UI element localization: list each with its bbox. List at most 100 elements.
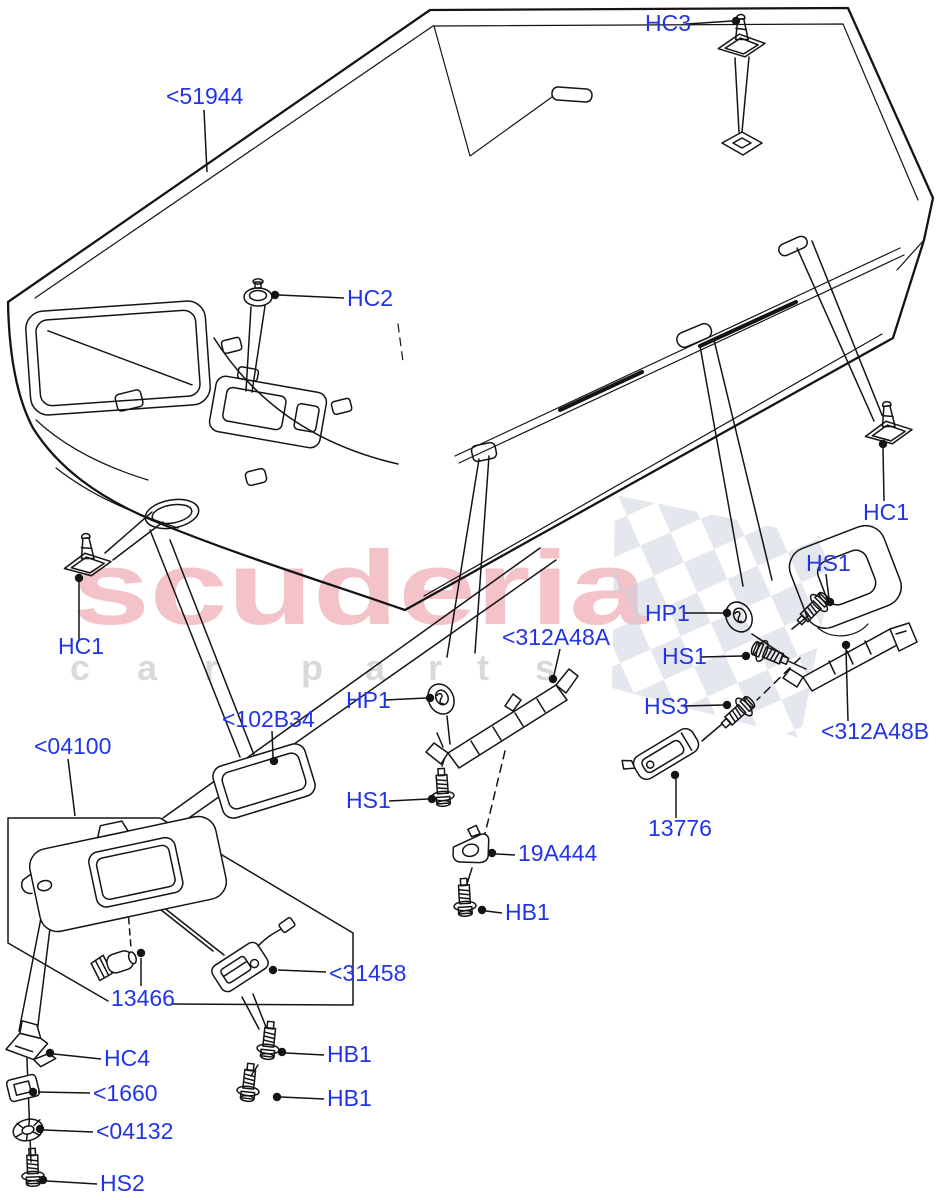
clip-hc4 <box>5 1020 57 1068</box>
leader-dot-hb1-b1 <box>277 1047 287 1057</box>
callout-13776[interactable]: 13776 <box>648 815 712 841</box>
leader-dot-hc2 <box>270 290 280 300</box>
watermark-letter: r <box>428 647 442 688</box>
leader-dot-31458 <box>268 965 278 975</box>
leader-dot-hs1-right <box>741 651 751 661</box>
leader-dot-hp1-mid <box>425 693 435 703</box>
leader-line-31458 <box>277 969 327 973</box>
leader-line-hc3 <box>686 20 733 25</box>
headliner-panel-art <box>6 6 935 612</box>
leader-line-hs1-tr <box>825 573 830 600</box>
watermark-letter: c <box>70 647 90 688</box>
callout-312a48a[interactable]: <312A48A <box>502 624 611 650</box>
screw-hb1-mid <box>451 877 478 918</box>
leader-line-04132 <box>43 1129 94 1133</box>
callout-312a48b[interactable]: <312A48B <box>821 718 929 744</box>
leader-line-1660 <box>37 1091 91 1094</box>
bracket-312a48b <box>782 622 918 692</box>
clip-1660 <box>5 1073 41 1103</box>
leader-line-hb1-mid <box>485 910 503 914</box>
leader-dot-hp1-right <box>722 608 732 618</box>
clip-hc3 <box>715 12 767 60</box>
leader-line-hs3 <box>683 704 724 707</box>
callout-04100[interactable]: <04100 <box>34 733 111 759</box>
leader-line-51944 <box>203 109 208 173</box>
leader-dot-hs2 <box>38 1175 48 1185</box>
callout-hc1-left[interactable]: HC1 <box>58 633 104 659</box>
callout-51944[interactable]: <51944 <box>166 83 244 109</box>
sunroof-opening <box>25 300 211 416</box>
leader-line-hc2 <box>278 294 345 299</box>
leader-line-312a48b <box>845 648 849 722</box>
console-cutout <box>208 366 328 449</box>
panel-holes <box>35 86 808 530</box>
callout-hb1-b1[interactable]: HB1 <box>327 1041 372 1067</box>
rear-right-detail <box>788 524 902 637</box>
watermark-brand-text: scuderia <box>72 530 649 647</box>
leader-line-312a48a <box>553 648 561 676</box>
leader-dot-hs1-tr <box>825 597 835 607</box>
callout-hc2[interactable]: HC2 <box>347 285 393 311</box>
leader-dot-hb1-b2 <box>272 1092 282 1102</box>
watermark-letter: p <box>301 647 323 688</box>
callout-04132[interactable]: <04132 <box>96 1118 173 1144</box>
clip-hc1-right <box>861 398 914 448</box>
leader-line-hc4 <box>53 1053 102 1060</box>
leader-line-hp1-mid <box>384 697 427 701</box>
leader-line-04100 <box>67 758 76 817</box>
leader-dot-hc1-left <box>74 573 84 583</box>
callout-hb1-b2[interactable]: HB1 <box>327 1085 372 1111</box>
screw-hb1-bottom-2 <box>235 1061 263 1104</box>
watermark-letter: t <box>477 647 489 688</box>
leader-line-102b34 <box>271 730 274 758</box>
leader-line-hc1-right <box>882 447 885 502</box>
callout-102b34[interactable]: <102B34 <box>222 706 315 732</box>
leader-dot-hs1-mid <box>427 794 437 804</box>
parts-art <box>5 12 918 1188</box>
callout-hp1-mid[interactable]: HP1 <box>346 687 391 713</box>
callout-1660[interactable]: <1660 <box>93 1080 158 1106</box>
callout-hc1-right[interactable]: HC1 <box>863 499 909 525</box>
leader-dot-hb1-mid <box>477 905 487 915</box>
leader-dot-hc3 <box>731 16 741 26</box>
mirror-cover-102b34 <box>212 743 316 819</box>
callout-hs1-right[interactable]: HS1 <box>662 643 707 669</box>
leader-dot-312a48a <box>548 674 558 684</box>
watermark-letter: a <box>137 647 158 688</box>
callout-hc3[interactable]: HC3 <box>645 10 691 36</box>
leader-line-hs2 <box>46 1180 98 1185</box>
leader-dot-102b34 <box>269 756 279 766</box>
leader-dot-13466 <box>136 948 146 958</box>
leader-dot-04132 <box>35 1124 45 1134</box>
callout-hs1-mid[interactable]: HS1 <box>346 787 391 813</box>
callout-19a444[interactable]: 19A444 <box>518 840 598 866</box>
callout-hc4[interactable]: HC4 <box>104 1045 150 1071</box>
lamp-31458 <box>211 916 296 993</box>
watermark-letter: r <box>204 647 218 688</box>
leader-line-hs1-right <box>700 655 743 658</box>
leader-line-hs1-mid <box>388 798 429 802</box>
sun-visor <box>20 815 228 933</box>
bulb-13466 <box>90 950 137 982</box>
callout-hs2[interactable]: HS2 <box>100 1170 145 1196</box>
callout-hb1-mid[interactable]: HB1 <box>505 899 550 925</box>
callout-13466[interactable]: 13466 <box>111 985 175 1011</box>
bracket-312a48a <box>425 668 579 769</box>
callout-hs3[interactable]: HS3 <box>644 693 689 719</box>
callout-31458[interactable]: <31458 <box>329 960 406 986</box>
leader-dot-hc1-right <box>878 439 888 449</box>
inset-box <box>7 817 354 1006</box>
callout-hp1-right[interactable]: HP1 <box>645 600 690 626</box>
leader-dot-hs3 <box>722 700 732 710</box>
watermark-letter: a <box>365 647 386 688</box>
leader-dot-13776 <box>670 770 680 780</box>
leader-dot-1660 <box>28 1087 38 1097</box>
leader-dot-19a444 <box>487 848 497 858</box>
leader-line-hb1-b2 <box>280 1096 325 1100</box>
washer-04132 <box>12 1118 44 1142</box>
callout-hs1-tr[interactable]: HS1 <box>806 550 851 576</box>
clip-hc2 <box>243 278 273 307</box>
leader-line-hb1-b1 <box>285 1052 325 1056</box>
